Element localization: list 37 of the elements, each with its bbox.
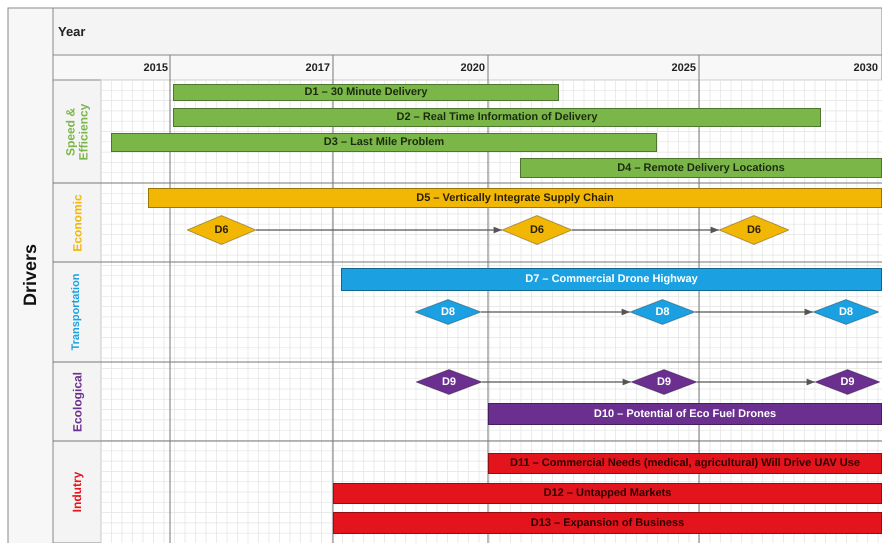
axis-title: Year: [58, 22, 86, 40]
arrow: [256, 226, 502, 234]
milestone-diamond: D6: [187, 215, 256, 245]
arrow: [482, 378, 631, 386]
category-label: Speed & Efficiency: [62, 102, 91, 162]
chart-title: Drivers: [18, 242, 41, 308]
year-label: 2025: [670, 61, 696, 76]
milestone-diamond: D9: [416, 369, 482, 395]
year-label: 2015: [142, 61, 168, 76]
arrow: [695, 308, 813, 316]
milestone-diamond: D9: [815, 369, 880, 395]
timeline-bar: D13 – Expansion of Business: [333, 512, 882, 534]
timeline-bar: D11 – Commercial Needs (medical, agricultural) Will Drive UAV Use: [488, 452, 882, 474]
milestone-diamond: D8: [415, 299, 481, 325]
timeline-bar: D3 – Last Mile Problem: [111, 132, 657, 152]
arrow: [697, 378, 815, 386]
milestone-diamond: D8: [813, 299, 879, 325]
milestone-diamond: D9: [631, 369, 697, 395]
year-label: 2030: [852, 61, 878, 76]
milestone-diamond: D8: [630, 299, 695, 325]
year-label: 2017: [304, 61, 330, 76]
category-label: Transportation: [69, 272, 84, 352]
arrow: [481, 308, 630, 316]
category-label: Economic: [68, 192, 85, 254]
timeline-bar: D2 – Real Time Information of Delivery: [173, 108, 821, 126]
milestone-diamond: D6: [502, 215, 572, 245]
milestone-diamond: D6: [719, 215, 789, 245]
arrow: [572, 226, 719, 234]
timeline-bar: D10 – Potential of Eco Fuel Drones: [488, 403, 882, 425]
timeline-bar: D5 – Vertically Integrate Supply Chain: [148, 188, 882, 208]
timeline-bar: D1 – 30 Minute Delivery: [173, 84, 559, 100]
timeline-bar: D7 – Commercial Drone Highway: [341, 268, 882, 290]
category-label: Ecological: [68, 370, 85, 434]
category-label: Indutry: [68, 470, 85, 514]
timeline-bar: D4 – Remote Delivery Locations: [520, 158, 882, 178]
timeline-bar: D12 – Untapped Markets: [333, 482, 882, 504]
year-label: 2020: [460, 61, 485, 76]
